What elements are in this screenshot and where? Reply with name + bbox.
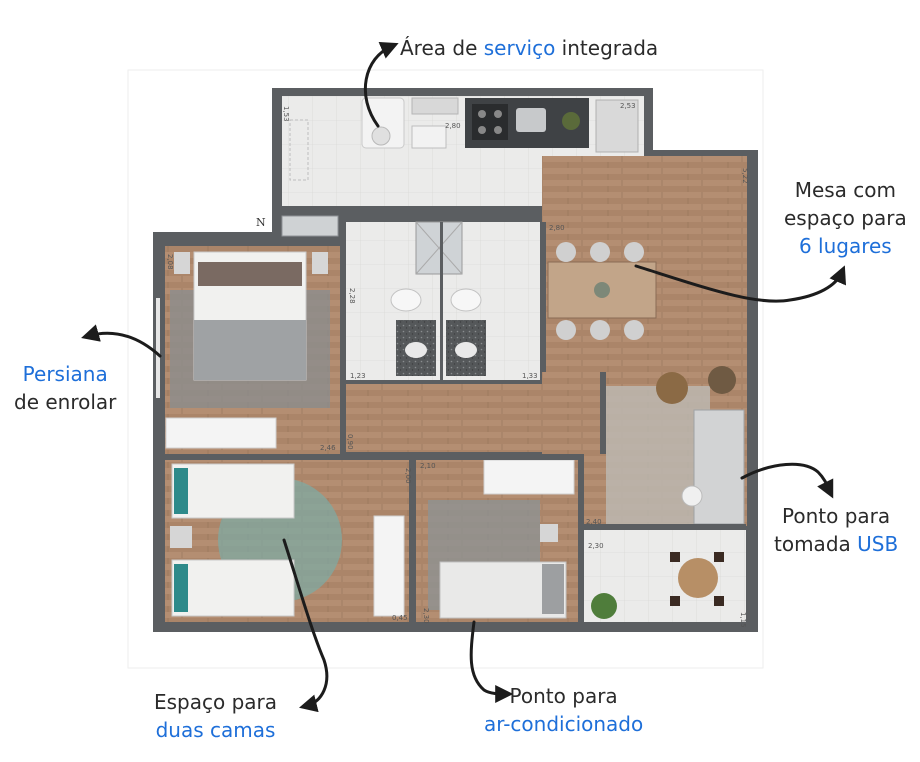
arrow-ac	[469, 620, 514, 703]
dimension-label: 1,53	[282, 106, 290, 122]
dimension-label: 2,80	[549, 224, 565, 232]
callout-usb-line2a: tomada	[774, 532, 858, 556]
callout-ac-line2: ar-condicionado	[484, 712, 644, 736]
dimension-label: 2,80	[445, 122, 461, 130]
callout-service-area-text-1: Área de	[400, 36, 484, 60]
callout-blinds-line1: Persiana	[22, 362, 108, 386]
plan-frame	[127, 69, 764, 669]
interior-walls	[165, 222, 746, 622]
third-bedroom	[428, 459, 575, 619]
callout-dining-line2: espaço para	[784, 206, 907, 230]
arrow-blinds	[81, 324, 162, 358]
callout-usb: Ponto para tomada USB	[774, 502, 898, 558]
dimension-label: 5,22	[741, 168, 749, 184]
balcony	[584, 530, 746, 622]
twin-bedroom	[170, 463, 405, 617]
dimension-label: 0,45	[392, 614, 408, 622]
callout-beds: Espaço para duas camas	[154, 688, 277, 744]
dimension-label: 2,40	[586, 518, 602, 526]
callout-arrows	[81, 41, 847, 713]
dimension-label: 2,30	[422, 608, 430, 624]
living-dining	[547, 242, 745, 525]
callout-blinds-line2: de enrolar	[14, 390, 117, 414]
callout-service-area-text-2: serviço	[483, 36, 556, 60]
dimension-label: 2,46	[320, 444, 336, 452]
dimension-label: 1,23	[350, 372, 366, 380]
bathrooms	[346, 221, 540, 380]
callout-blinds: Persiana de enrolar	[14, 360, 116, 416]
callout-service-area-text-3: integrada	[555, 36, 659, 60]
callout-ac: Ponto para ar-condicionado	[484, 682, 643, 738]
callout-dining: Mesa com espaço para 6 lugares	[784, 176, 907, 260]
arrow-service-area	[363, 41, 399, 128]
dimension-label: 2,00	[404, 468, 412, 484]
dimension-label: 1,33	[522, 372, 538, 380]
dimension-label: 0,90	[346, 434, 354, 450]
callout-dining-line1: Mesa com	[794, 178, 896, 202]
dimension-label: 2,53	[620, 102, 636, 110]
arrow-beds	[282, 538, 329, 713]
dimension-label: 1,15	[739, 612, 747, 628]
north-marker: N	[256, 216, 266, 229]
callout-service-area: Área de serviço integrada	[400, 34, 658, 62]
dimension-labels: 1,53 2,53 2,80 5,22 2,80 2,08 2,28 1,23 1,33 2,46…	[166, 102, 749, 628]
arrow-usb	[740, 462, 834, 499]
dimension-label: 2,28	[348, 288, 356, 304]
arrow-dining	[634, 264, 847, 303]
callout-usb-line1: Ponto para	[782, 504, 891, 528]
callout-dining-line3: 6 lugares	[798, 234, 892, 258]
dimension-label: 2,08	[166, 254, 174, 270]
callout-ac-line1: Ponto para	[509, 684, 618, 708]
dimension-label: 2,10	[420, 462, 436, 470]
callout-usb-line2b: USB	[857, 532, 899, 556]
callout-beds-line1: Espaço para	[154, 690, 278, 714]
master-bedroom	[156, 251, 330, 449]
dimension-label: 2,30	[588, 542, 604, 550]
callout-beds-line2: duas camas	[155, 718, 276, 742]
